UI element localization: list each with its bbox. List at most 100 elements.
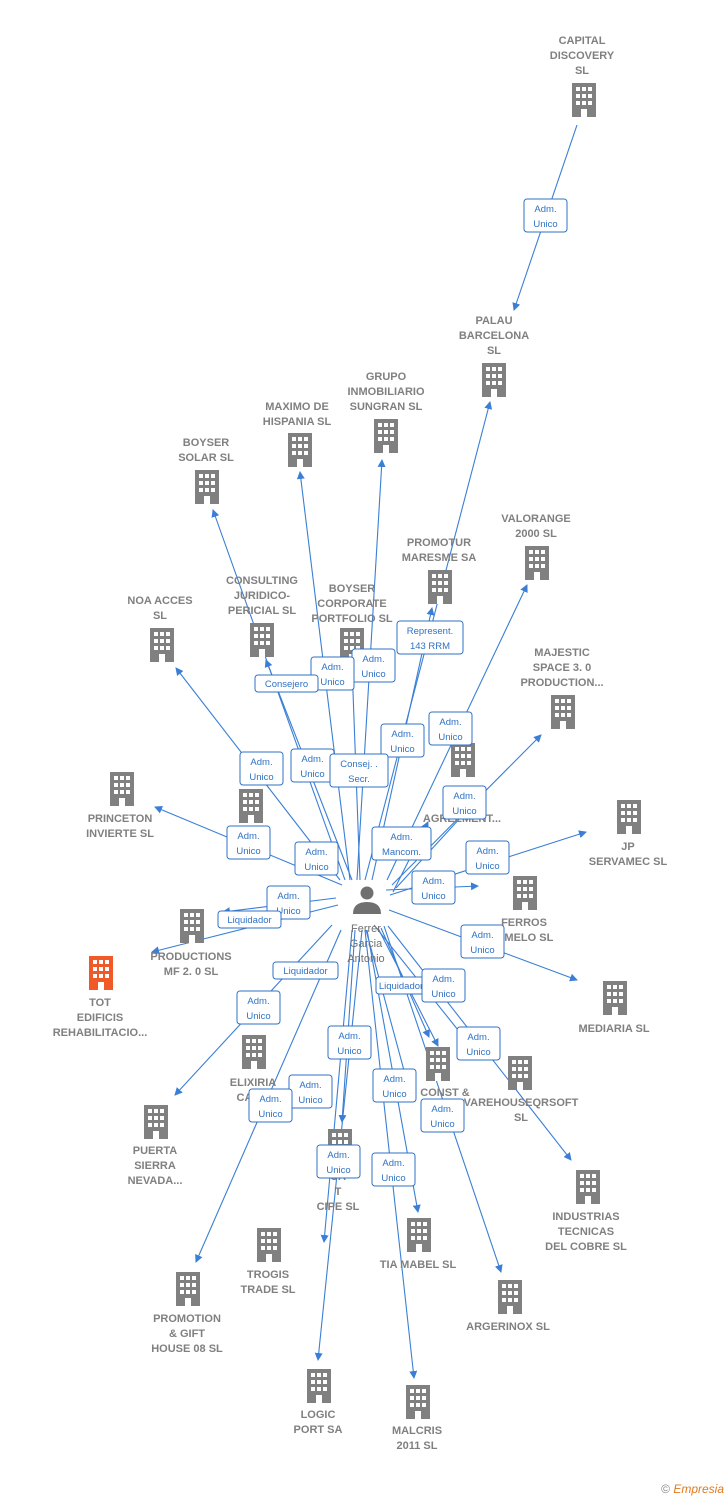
company-label: TECNICAS <box>558 1226 614 1238</box>
edge-role-label[interactable]: Adm.Unico <box>327 1025 372 1060</box>
role-box <box>254 674 319 693</box>
role-text: Adm. <box>301 754 323 765</box>
company-label: EDIFICIS <box>77 1012 123 1024</box>
edge-role-label[interactable]: Adm.Unico <box>420 1098 465 1133</box>
role-text: Adm. <box>250 757 272 768</box>
company-label: ELIXIRIA <box>230 1077 277 1089</box>
edge-role-label[interactable]: Adm.Unico <box>460 924 505 959</box>
role-text: Adm. <box>237 831 259 842</box>
building-icon <box>617 800 641 834</box>
company-label: SL <box>153 610 167 622</box>
role-text: Adm. <box>467 1032 489 1043</box>
edge-role-label[interactable]: Adm.Unico <box>442 785 487 820</box>
company-label: PUERTA <box>133 1145 177 1157</box>
company-label: & GIFT <box>169 1328 205 1340</box>
role-text: Adm. <box>382 1158 404 1169</box>
building-icon <box>572 83 596 117</box>
role-text: Consej. . <box>340 759 378 770</box>
building-icon <box>257 1228 281 1262</box>
edge-role-label[interactable]: Adm.Unico <box>421 968 466 1003</box>
edge-role-label[interactable]: Adm.Unico <box>351 648 396 683</box>
brand-logo[interactable]: Empresia <box>673 1482 724 1496</box>
edge-role-label[interactable]: Adm.Unico <box>523 198 568 233</box>
role-text: Unico <box>475 861 499 872</box>
edge-role-label[interactable]: Adm.Unico <box>288 1074 333 1109</box>
edge-role-label[interactable]: Adm.Unico <box>380 723 425 758</box>
building-icon <box>307 1369 331 1403</box>
company-label: HISPANIA SL <box>263 416 332 428</box>
company-node-tia[interactable]: TIA MABEL SL <box>380 1218 457 1271</box>
role-box <box>327 1025 372 1060</box>
building-icon <box>239 789 263 823</box>
edge-role-label[interactable]: Adm. Unico <box>226 825 271 860</box>
role-text: Liquidador <box>283 966 327 977</box>
edge-role-label[interactable]: Adm.Unico <box>316 1144 361 1179</box>
company-label: PROMOTION <box>153 1313 221 1325</box>
role-text: Adm. <box>439 717 461 728</box>
building-icon <box>374 419 398 453</box>
role-text: Adm. <box>453 791 475 802</box>
edge-role-label[interactable]: Adm.Unico <box>248 1088 293 1123</box>
edge-role-label[interactable]: Consej. .Secr. <box>329 753 389 788</box>
edge-role-label[interactable]: Consejero <box>254 674 319 693</box>
company-label: 2000 SL <box>515 528 557 540</box>
company-label: TOT <box>89 997 111 1009</box>
role-text: Unico <box>276 906 300 917</box>
edge-role-label[interactable]: Adm.Unico <box>236 990 281 1025</box>
role-text: Adm. <box>383 1074 405 1085</box>
role-text: Adm. <box>321 662 343 673</box>
company-node-tot[interactable]: TOT EDIFICIS REHABILITACIO... <box>53 956 148 1039</box>
role-box <box>465 840 510 875</box>
company-label: REHABILITACIO... <box>53 1027 148 1039</box>
edge-role-label[interactable]: Adm.Unico <box>372 1068 417 1103</box>
edge-role-label[interactable]: Liquidador <box>272 961 339 980</box>
building-icon <box>576 1170 600 1204</box>
role-text: Liquidador <box>227 915 271 926</box>
role-text: Unico <box>466 1047 490 1058</box>
edge-role-label[interactable]: Adm.Unico <box>428 711 473 746</box>
edge-role-label[interactable]: Adm. Unico <box>456 1026 501 1061</box>
edge-role-label[interactable]: Adm.Unico <box>310 656 355 691</box>
role-text: Unico <box>236 846 260 857</box>
edge-role-label[interactable]: Adm.Unico <box>290 748 335 783</box>
edge-role-label[interactable]: Adm.Unico <box>239 751 284 786</box>
role-text: Adm. <box>390 832 412 843</box>
company-node-puerta[interactable]: PUERTASIERRANEVADA... <box>128 1105 183 1187</box>
company-label: INVIERTE SL <box>86 828 154 840</box>
edge-role-label[interactable]: Adm.Mancom. <box>371 826 432 861</box>
edge-role-label[interactable]: Adm.Unico <box>371 1152 416 1187</box>
company-node-argerinox[interactable]: ARGERINOX SL <box>466 1280 550 1333</box>
edge-role-label[interactable]: Liquidador <box>217 910 282 929</box>
person-name: Ferrer <box>351 923 381 935</box>
building-icon <box>144 1105 168 1139</box>
edge-role-label[interactable]: Adm.Unico <box>411 870 456 905</box>
edge-role-label[interactable]: Adm.Unico <box>465 840 510 875</box>
edge-role-label[interactable]: Liquidador <box>375 976 427 995</box>
edge-role-label[interactable]: Adm.Unico <box>294 841 339 876</box>
company-node-mediaria[interactable]: MEDIARIA SL <box>578 981 650 1035</box>
edge-role-label[interactable]: Represent.143 RRM <box>396 620 464 655</box>
role-box <box>272 961 339 980</box>
